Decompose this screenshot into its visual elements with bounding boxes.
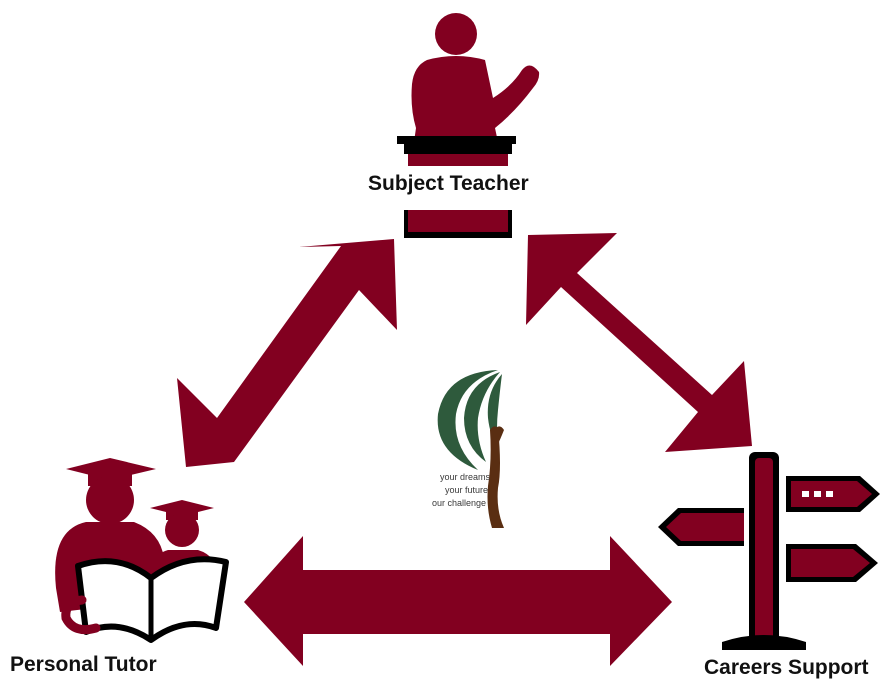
arrow-tutor-careers bbox=[244, 536, 672, 666]
logo-tagline-line: your dreams bbox=[439, 472, 490, 482]
signpost-icon bbox=[658, 452, 880, 650]
label-personal-tutor: Personal Tutor bbox=[10, 653, 157, 676]
graduates-reading-book-icon bbox=[55, 458, 229, 643]
label-careers-support: Careers Support bbox=[704, 656, 869, 679]
tree-logo-icon bbox=[437, 370, 504, 528]
logo-tagline-line: your future bbox=[444, 485, 488, 495]
teacher-at-lectern-icon bbox=[397, 13, 540, 238]
label-subject-teacher: Subject Teacher bbox=[368, 172, 529, 195]
logo-tagline-line: our challenge bbox=[431, 498, 486, 508]
arrow-teacher-careers bbox=[526, 233, 752, 452]
arrow-teacher-tutor bbox=[177, 239, 397, 467]
